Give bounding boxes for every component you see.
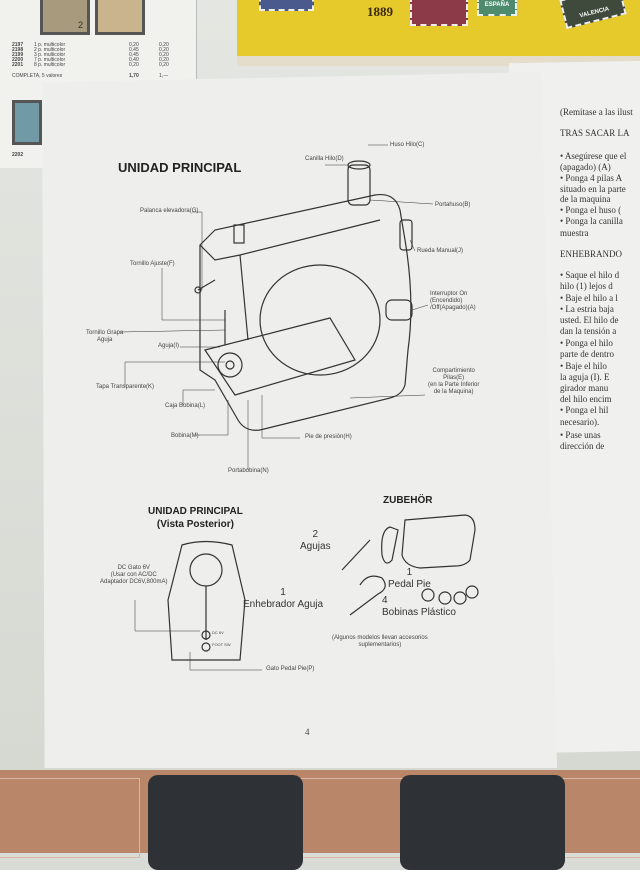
main-title: UNIDAD PRINCIPAL [118, 160, 242, 175]
label-interruptor: Interruptor On (Encendido) /Off(Apagado)… [430, 291, 476, 311]
leg [148, 775, 303, 870]
pedal-cord [381, 526, 399, 564]
label-port-foot: FOOT SW [212, 642, 231, 647]
accessory-enhebrador: 1 Enhebrador Aguja [243, 587, 324, 610]
needle-plate [204, 317, 356, 396]
stamp-image: 2 [40, 0, 90, 35]
accessory-pedal: 1 Pedal Pie [388, 567, 431, 590]
needle-threader [349, 575, 386, 616]
right-page-line: situado en la parte [560, 184, 626, 194]
right-page-line: dan la tensión a [560, 326, 617, 336]
accessories-note: (Algunos modelos llevan accesorios suple… [332, 635, 428, 648]
right-page-line: dirección de [560, 441, 605, 451]
label-compartimiento: Compartimiento Pilas(E) (en la Parte Inf… [428, 368, 480, 395]
label-gato-pedal: Gato Pedal Pie(P) [266, 666, 315, 672]
label-aguja: Aguja(I) [158, 343, 180, 349]
right-page-line: • Baje el hilo a l [560, 293, 618, 303]
rear-view-title: UNIDAD PRINCIPAL (Vista Posterior) [148, 506, 243, 530]
right-page-line: girador manu [560, 383, 609, 393]
right-page-line: parte de dentro [560, 349, 614, 359]
machine-body [199, 193, 412, 431]
accessory-agujas: 2 Agujas [300, 529, 331, 552]
label-canilla: Canilla Hilo(D) [305, 156, 344, 162]
right-page-line: • Ponga el huso ( [560, 205, 622, 215]
right-page-line: (Remitase a las ilust [560, 107, 633, 117]
stamp-image [259, 0, 314, 11]
right-page-line: • Pase unas [560, 430, 601, 440]
foot-pedal [401, 514, 476, 569]
stamp-espana: ESPAÑA [477, 0, 517, 16]
right-page-line: (apagado) (A) [560, 162, 611, 172]
power-switch [385, 299, 413, 321]
label-pie: Pie de presión(H) [305, 434, 352, 440]
stamp-image [410, 0, 468, 26]
foot-port [201, 642, 211, 652]
right-page-line: • Ponga el hilo [560, 338, 613, 348]
right-page-line: • Saque el hilo d [560, 270, 620, 280]
right-page-line: TRAS SACAR LA [560, 128, 630, 138]
stamp-image [12, 100, 42, 145]
right-page-line: hilo (1) lejos d [560, 281, 613, 291]
label-port-dc: DC 6V [212, 630, 224, 635]
label-tapa: Tapa Transparente(K) [96, 384, 155, 390]
stamp-book: 1889 ESPAÑA VALENCIA [237, 0, 640, 66]
right-page-line: • Ponga el hil [560, 405, 609, 415]
right-page-line: • La estria baja [560, 304, 614, 314]
right-page-line: • Ponga 4 pilas A [560, 173, 623, 183]
right-page-line: • Asegúrese que el [560, 151, 627, 161]
bobbin [217, 352, 243, 378]
right-page-line: muestra [560, 228, 589, 238]
accessories-title: ZUBEHÖR [383, 495, 433, 506]
plastic-bobbin [421, 588, 435, 602]
right-page-line: • Ponga la canilla [560, 216, 623, 226]
tile [300, 778, 410, 858]
sewing-machine-diagram [119, 144, 479, 671]
right-page-line: usted. El hilo de [560, 315, 619, 325]
label-huso: Huso Hilo(C) [390, 142, 425, 148]
tile [560, 778, 640, 858]
leg [400, 775, 565, 870]
thread-lever [233, 224, 245, 244]
catalog-row: 2202 [12, 152, 24, 158]
dc-port [201, 630, 211, 640]
needle [341, 539, 371, 571]
stamp-image [95, 0, 145, 35]
label-portabobina: Portabobina(N) [228, 468, 269, 474]
page-number: 4 [305, 727, 310, 737]
label-dc-jack: DC Gato 6V (Usar con AC/DC Adaptador DC6… [100, 565, 168, 585]
label-portahuso: Portahuso(B) [435, 202, 471, 208]
accessory-bobinas: 4 Bobinas Plástico [382, 595, 456, 618]
right-page-line: la aguja (I). E [560, 372, 610, 382]
machine-arm-opening [259, 264, 381, 376]
hand-wheel [399, 219, 413, 251]
right-page-line: de la maquina [560, 194, 611, 204]
label-tornillo-ajuste: Tornillo Ajuste(F) [130, 261, 175, 267]
label-bobina: Bobina(M) [171, 433, 199, 439]
spool [347, 164, 371, 206]
floor-tiles [0, 770, 640, 870]
book-year: 1889 [367, 4, 393, 19]
tile [0, 778, 140, 858]
label-caja-bobina: Caja Bobina(L) [165, 403, 206, 409]
right-page-line: • Baje el hilo [560, 361, 607, 371]
right-page-line: ENHEBRANDO [560, 249, 622, 259]
right-page-line: del hilo encim [560, 394, 612, 404]
label-tornillo-grapa: Tornillo Grapa Aguja [86, 330, 124, 343]
right-page-line: necesario). [560, 417, 600, 427]
label-rueda: Rueda Manual(J) [417, 248, 464, 254]
manual-page: UNIDAD PRINCIPAL Huso Hilo(C) Canilla Hi… [42, 72, 557, 768]
label-palanca: Palanca elevadora(G) [140, 208, 199, 214]
rear-view-machine [167, 540, 246, 661]
